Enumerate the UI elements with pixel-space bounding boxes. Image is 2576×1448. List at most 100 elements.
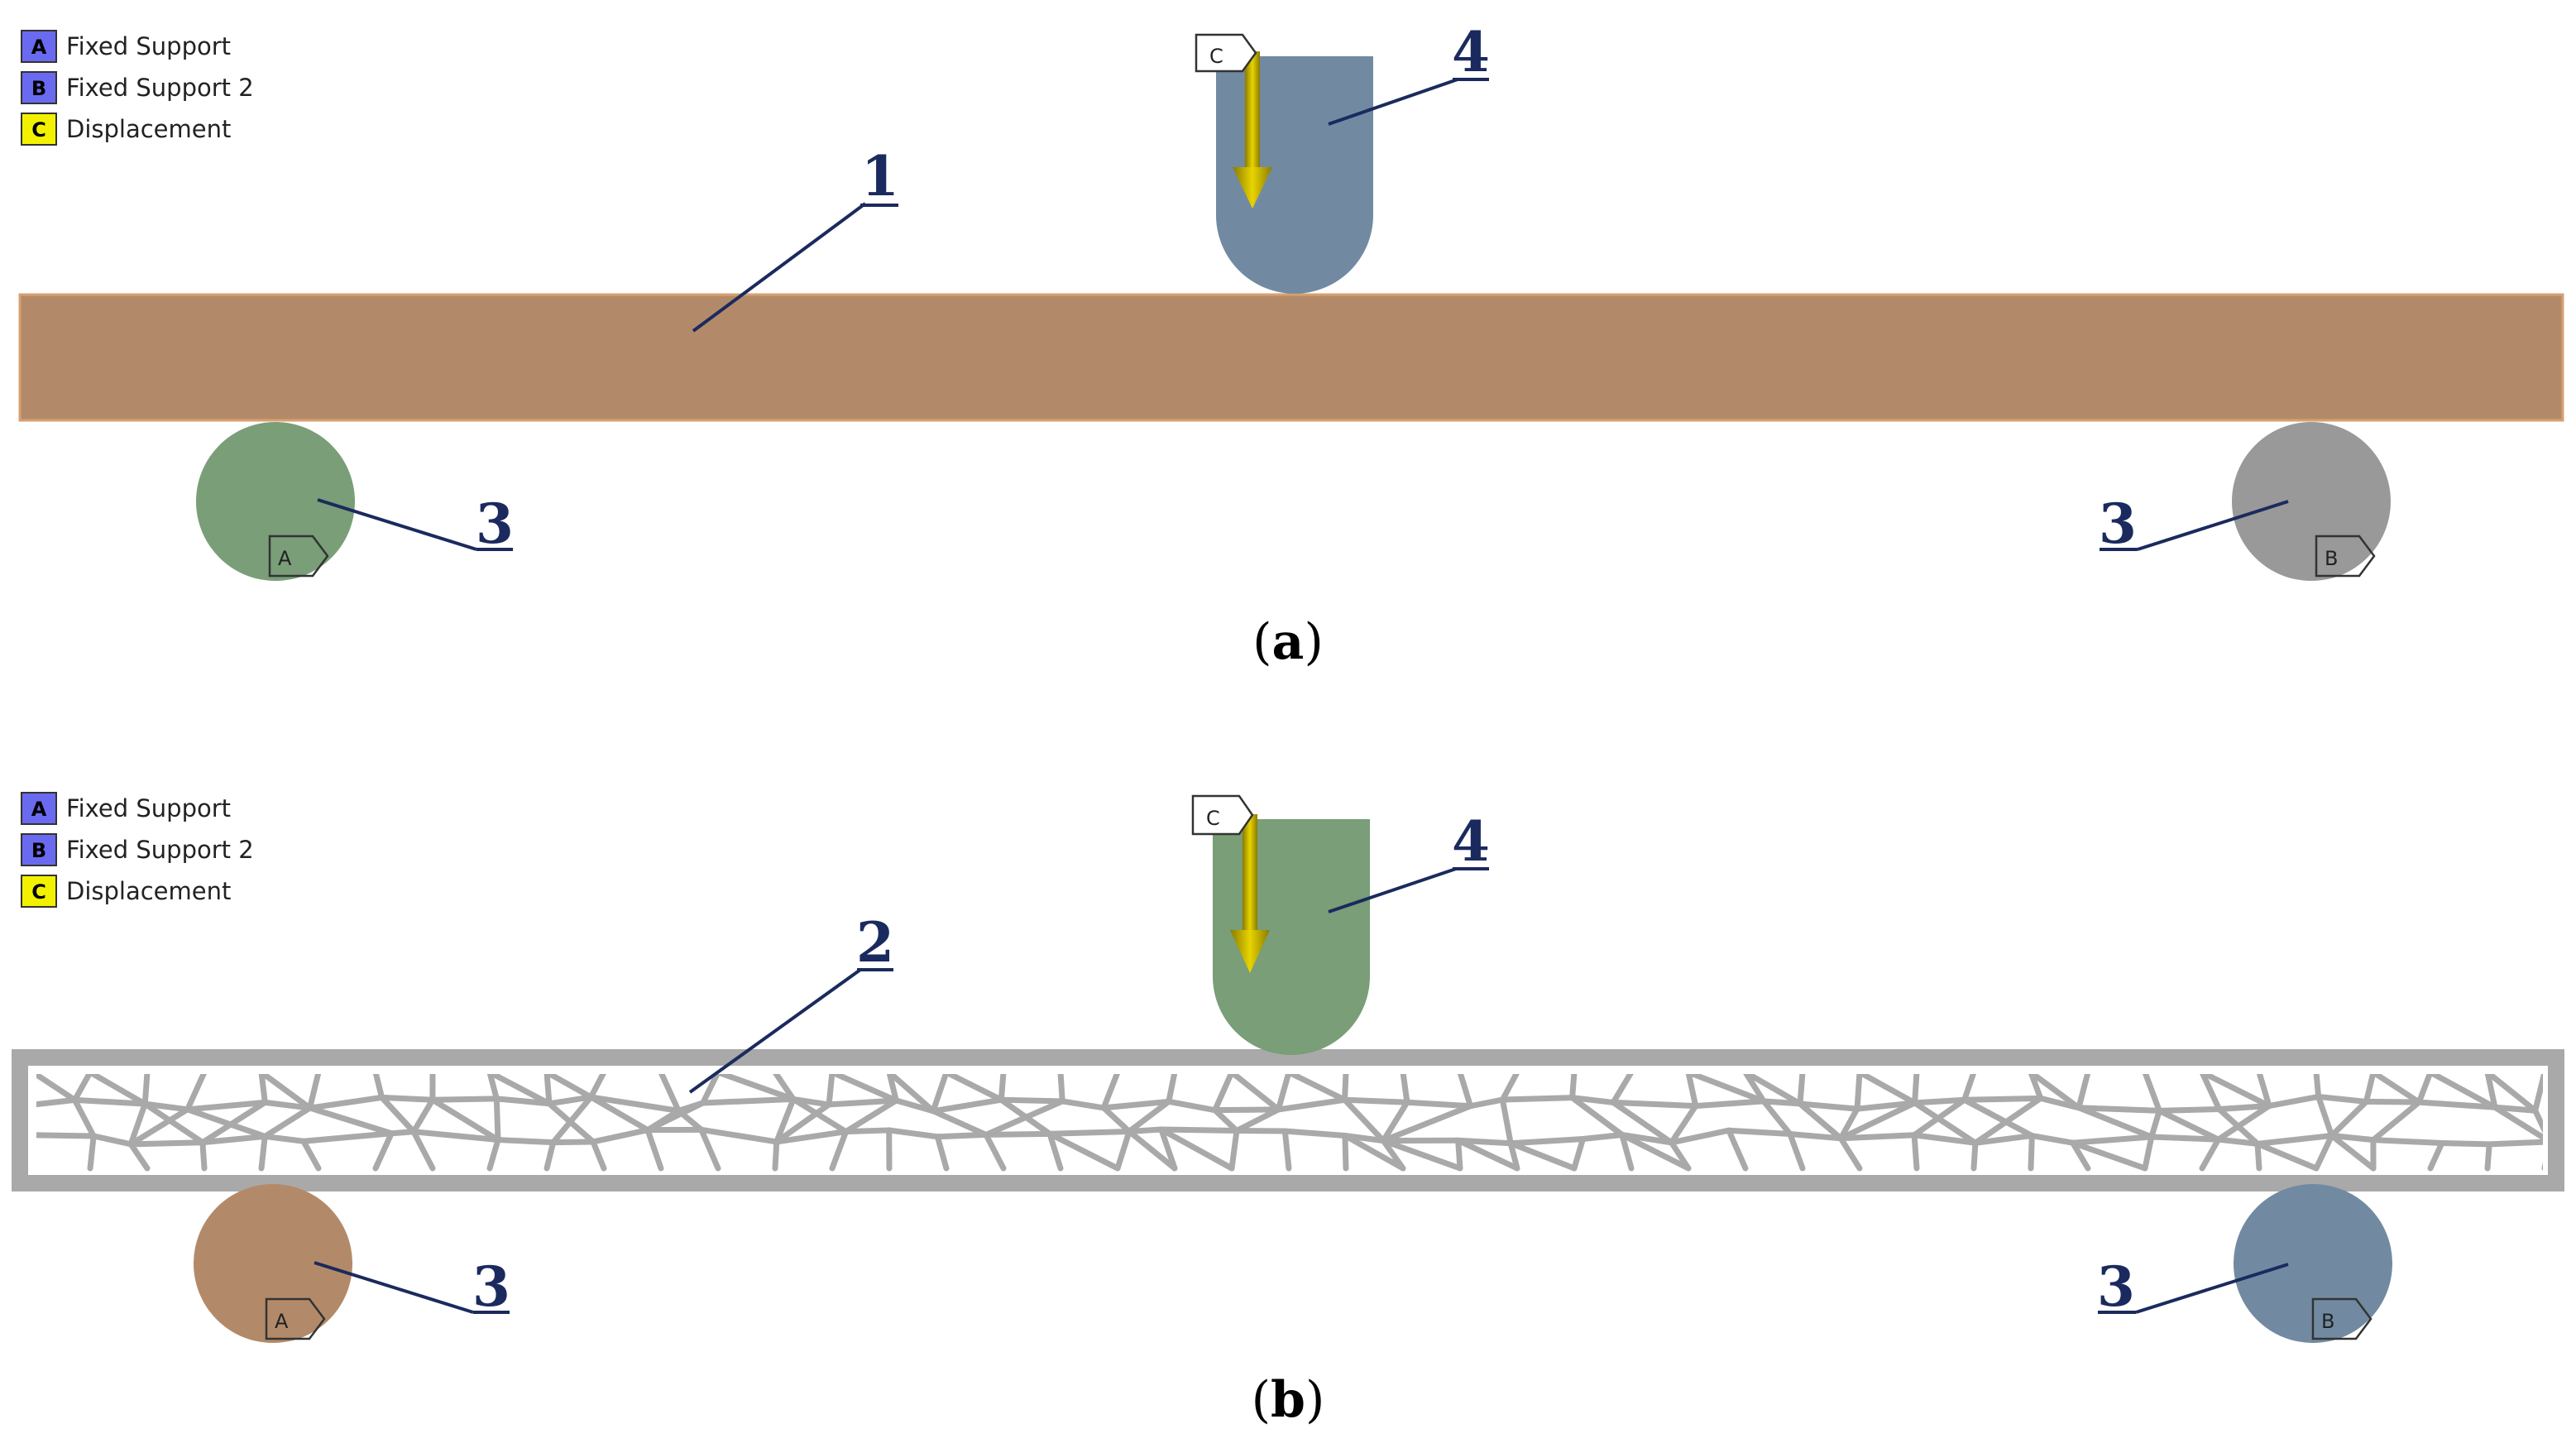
lattice-strut [71,1074,93,1103]
lattice-strut [493,1096,501,1144]
lattice-strut [2329,1132,2377,1172]
lattice-strut [773,1101,832,1145]
lattice-strut [1693,1098,1767,1110]
caption-a: (a) [1252,613,1324,671]
caption-letter: a [1272,613,1305,671]
lattice-strut [1275,1096,1348,1113]
lattice-strut [1158,1126,1178,1172]
lattice-strut [1837,1100,1918,1142]
lattice-strut [1610,1074,1634,1105]
lattice-strut [543,1074,553,1107]
lattice-strut [141,1074,151,1107]
legend-item-a-fixed-support-2: B Fixed Support 2 [21,71,254,104]
lattice-strut [429,1096,500,1103]
callout-punch-a: 4 [1328,20,1490,126]
lattice-strut [1455,1137,1463,1172]
lattice-strut [1228,1128,1240,1172]
lattice-strut [2439,1139,2492,1148]
lattice-strut [773,1074,797,1102]
lattice-strut [658,1074,682,1114]
lattice-strut [934,1134,950,1172]
tag-letter: B [2325,547,2338,570]
lattice-strut [87,1133,97,1172]
lattice-strut [2148,1107,2162,1140]
legend-letter: B [31,839,46,862]
lattice-strut [199,1099,268,1146]
lattice-strut [2416,1074,2433,1105]
legend-swatch-b [21,833,57,866]
lattice-strut [587,1094,682,1114]
lattice-strut [1797,1100,1860,1112]
right-support-b [2234,1184,2392,1343]
legend-letter: A [31,798,47,821]
lattice-strut [1468,1096,1506,1110]
legend-letter: B [31,77,46,100]
lattice-strut [410,1129,436,1172]
lattice-strut [1787,1130,1806,1172]
lattice-strut [546,1094,594,1107]
lattice-strut [826,1097,899,1108]
lattice-strut [1380,1099,1410,1144]
lattice-strut [1911,1132,1979,1146]
lattice-strut [1912,1100,1979,1146]
lattice-strut [1229,1074,1281,1113]
right-support-a [2232,422,2391,581]
lattice-strut [2313,1132,2335,1172]
lattice-strut [983,1131,1007,1172]
legend-item-b-fixed-support-2: B Fixed Support 2 [21,833,254,866]
tag-letter: C [1209,45,1223,68]
lattice-strut [698,1126,780,1145]
lattice-strut [930,1108,989,1138]
lattice-strut [1100,1098,1172,1111]
lattice-strut [2076,1105,2155,1140]
lattice-strut [930,1096,1004,1115]
legend-item-a-displacement: C Displacement [21,113,231,146]
lattice-strut [261,1099,314,1111]
lattice-strut [1912,1096,1968,1106]
tag-letter: C [1206,807,1220,830]
lattice-strut [1499,1074,1520,1103]
lattice-strut [1100,1074,1120,1111]
lattice-strut [587,1094,651,1134]
lattice-strut [2199,1136,2222,1172]
lattice-strut [998,1096,1065,1105]
lattice-strut [1726,1127,1749,1172]
lattice-strut [2076,1074,2091,1111]
caption-close: ) [1304,613,1323,671]
lattice-strut [2486,1139,2543,1148]
lattice-strut [998,1074,1007,1103]
lattice-strut [1669,1103,1699,1146]
lattice-strut [1126,1128,1178,1172]
lattice-strut [307,1094,385,1111]
lattice-strut [843,1097,899,1135]
legend-letter: C [31,880,46,904]
lattice-strut [1610,1099,1675,1146]
lattice-strut [2215,1103,2272,1143]
legend-swatch-c [21,113,57,146]
caption-b: (b) [1252,1371,1325,1429]
lattice-strut [1507,1140,1520,1172]
lattice-strut [1797,1074,1806,1107]
lattice-strut [2266,1093,2322,1110]
lattice-strut [1342,1096,1386,1144]
legend-label: Fixed Support 2 [66,836,254,864]
lattice-strut [550,1139,596,1146]
lattice-strut [830,1074,899,1104]
lattice-strut [2254,1140,2262,1172]
lattice-strut [2416,1099,2498,1110]
lattice-strut [300,1130,395,1144]
lattice-strut [88,1074,148,1107]
lattice-strut [1281,1128,1348,1139]
lattice-strut [388,1129,417,1137]
legend-item-b-displacement: C Displacement [21,875,231,908]
lattice-strut [486,1074,500,1102]
lattice-strut [1212,1074,1234,1114]
lattice-strut [2070,1139,2091,1172]
lattice-strut [184,1074,207,1113]
lattice-strut [2070,1139,2148,1172]
lattice-strut [2371,1074,2422,1105]
lattice-strut [1046,1128,1132,1137]
lattice-strut [1114,1128,1132,1172]
callout-number: 4 [1452,809,1490,874]
